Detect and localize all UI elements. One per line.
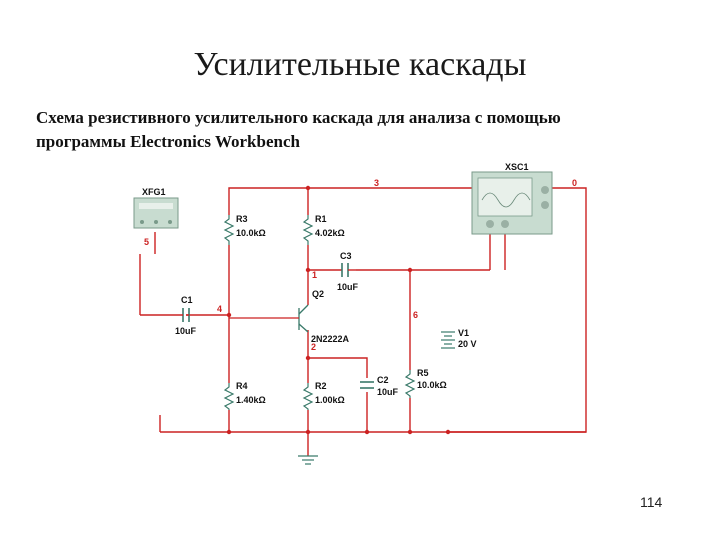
node-label-0: 0 (572, 178, 577, 188)
junctions (226, 185, 451, 435)
resistor-r4 (223, 383, 235, 410)
c3-name: C3 (340, 251, 352, 261)
r2-name: R2 (315, 381, 327, 391)
junction-dot (305, 185, 311, 191)
oscilloscope-trace (481, 192, 531, 208)
r2-value: 1.00kΩ (315, 395, 345, 405)
resistor-r1 (302, 215, 314, 245)
page-number: 114 (640, 494, 663, 510)
junction-dot (305, 429, 311, 435)
generator-label: XFG1 (142, 187, 166, 197)
node-label-4: 4 (217, 304, 222, 314)
resistors (223, 215, 416, 410)
wire-top-rail (228, 187, 472, 215)
oscilloscope-input-b (501, 220, 509, 228)
node-label-5: 5 (144, 237, 149, 247)
c2-name: C2 (377, 375, 389, 385)
oscilloscope-knob (541, 201, 549, 209)
generator-terminal (140, 220, 144, 224)
r3-name: R3 (236, 214, 248, 224)
resistor-r3 (223, 215, 235, 245)
node-label-2: 2 (311, 342, 316, 352)
v1-name: V1 (458, 328, 469, 338)
v1-value: 20 V (458, 339, 477, 349)
node-label-6: 6 (413, 310, 418, 320)
junction-dot (226, 312, 232, 318)
junction-dot (407, 429, 413, 435)
subtitle-line-2: программы Electronics Workbench (36, 132, 300, 151)
slide-subtitle: Схема резистивного усилительного каскада… (36, 106, 686, 154)
node-labels: 0 1 2 3 4 5 6 (144, 178, 577, 352)
junction-dot (226, 429, 232, 435)
transistor-q2 (229, 304, 309, 333)
junction-dot (445, 429, 451, 435)
wires (139, 187, 587, 456)
capacitor-leads (140, 269, 356, 316)
transistor-collector (298, 304, 309, 315)
resistor-r5 (404, 370, 416, 398)
r3-value: 10.0kΩ (236, 228, 266, 238)
oscilloscope-knob (541, 186, 549, 194)
junction-dot (364, 429, 370, 435)
r1-name: R1 (315, 214, 327, 224)
q2-name: Q2 (312, 289, 324, 299)
function-generator[interactable]: XFG1 (133, 187, 179, 229)
r5-name: R5 (417, 368, 429, 378)
generator-terminal (168, 220, 172, 224)
q2-value: 2N2222A (311, 334, 350, 344)
junction-dot (305, 267, 311, 273)
c1-name: C1 (181, 295, 193, 305)
subtitle-line-1: Схема резистивного усилительного каскада… (36, 108, 561, 127)
c1-value: 10uF (175, 326, 197, 336)
c3-value: 10uF (337, 282, 359, 292)
oscilloscope-screen (477, 177, 533, 217)
transistor-emitter (298, 323, 309, 333)
node-label-1: 1 (312, 270, 317, 280)
r1-value: 4.02kΩ (315, 228, 345, 238)
junction-dot (305, 355, 311, 361)
resistor-r2 (302, 383, 314, 410)
r4-value: 1.40kΩ (236, 395, 266, 405)
wire-to-c2 (308, 357, 368, 378)
r4-name: R4 (236, 381, 248, 391)
oscilloscope-input-a (486, 220, 494, 228)
slide-title: Усилительные каскады (193, 46, 527, 83)
dc-source-v1 (441, 331, 455, 349)
generator-terminal (154, 220, 158, 224)
r5-value: 10.0kΩ (417, 380, 447, 390)
ground-icon (298, 455, 318, 465)
component-labels: R3 10.0kΩ R1 4.02kΩ C3 10uF Q2 2N2222A C… (175, 214, 477, 405)
generator-display (139, 203, 173, 209)
junction-dot (407, 267, 413, 273)
c2-value: 10uF (377, 387, 399, 397)
node-label-3: 3 (374, 178, 379, 188)
oscilloscope-label: XSC1 (505, 162, 529, 172)
oscilloscope[interactable]: XSC1 (471, 162, 553, 235)
